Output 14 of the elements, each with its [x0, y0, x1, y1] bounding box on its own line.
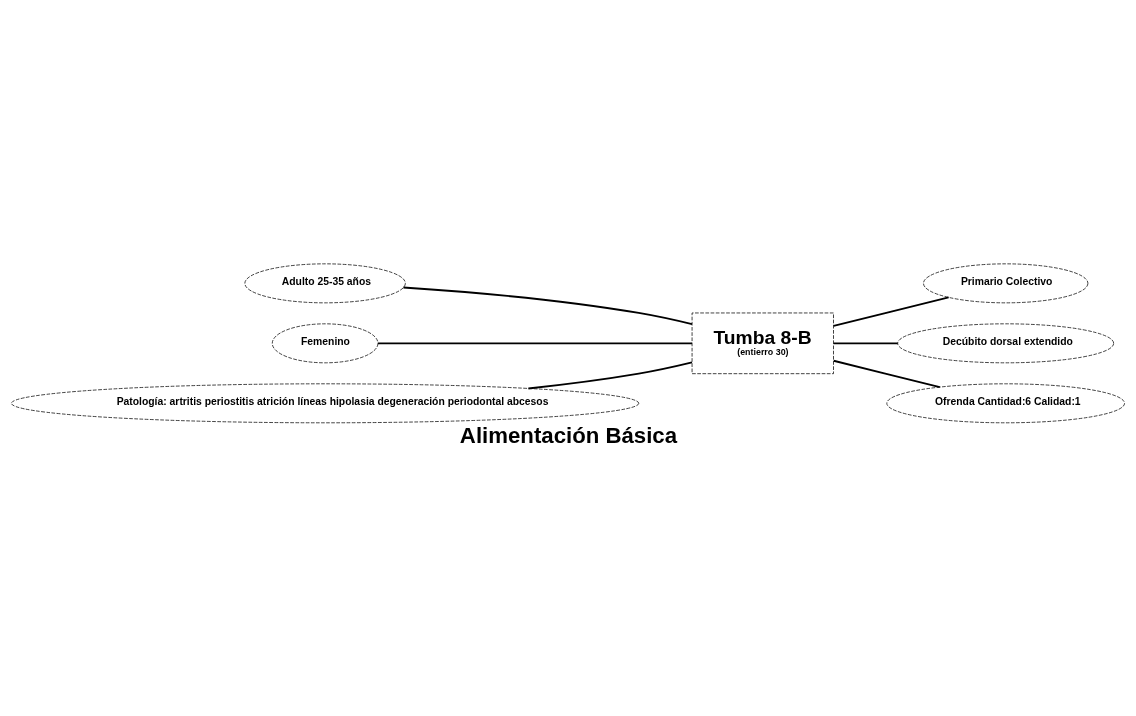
node-ellipse: Femenino [271, 322, 379, 363]
node-box: Tumba 8-B (entierro 30) [691, 312, 834, 374]
node-ellipse: Ofrenda Cantidad:6 Calidad:1 [886, 382, 1125, 423]
node-ellipse: Primario Colectivo [923, 262, 1089, 303]
node-ellipse: Patología: artritis periostitis atrición líneas hipolasia degeneración periodontal abcesos [11, 382, 640, 423]
connector [832, 359, 941, 388]
node-ellipse: Decúbito dorsal extendido [897, 322, 1115, 363]
connector [832, 295, 950, 327]
caption: Alimentación Básica [459, 422, 678, 448]
connector [832, 341, 899, 344]
node-ellipse: Adulto 25-35 años [244, 262, 406, 303]
connector [377, 341, 693, 344]
connector [402, 286, 693, 325]
connector [527, 361, 693, 389]
